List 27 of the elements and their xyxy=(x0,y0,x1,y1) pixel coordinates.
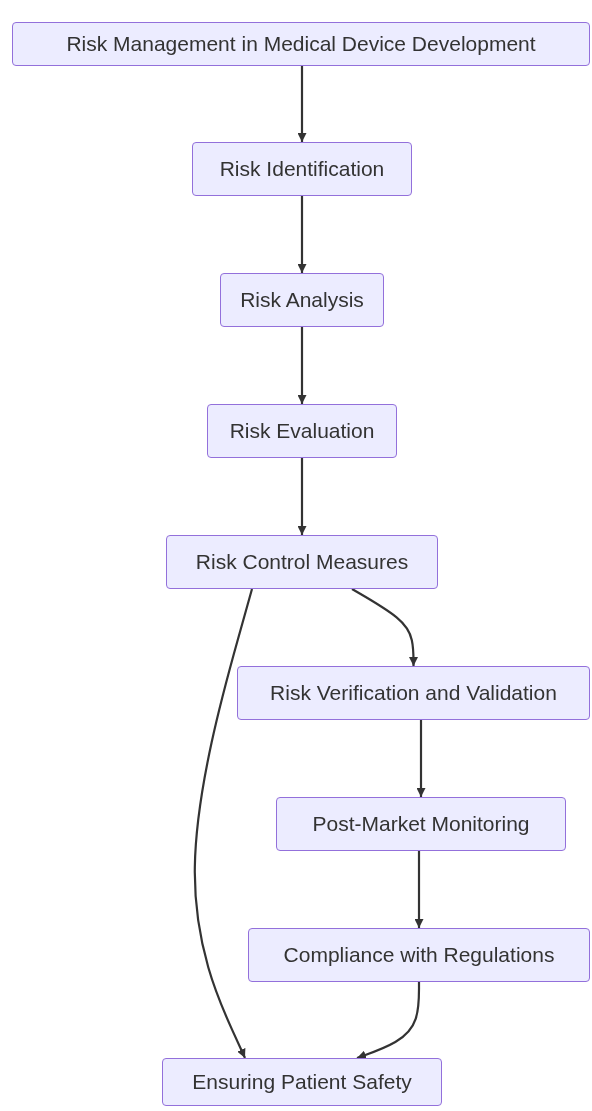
process-box xyxy=(12,22,590,66)
arrow xyxy=(297,458,307,535)
box-label: Risk Verification and Validation xyxy=(270,681,557,705)
process-box xyxy=(192,142,412,196)
process-box xyxy=(276,797,566,851)
process-box xyxy=(237,666,590,720)
arrow xyxy=(297,327,307,404)
arrow xyxy=(416,720,426,797)
arrow xyxy=(351,588,418,666)
arrow xyxy=(297,66,307,142)
process-box xyxy=(207,404,397,458)
box-label: Risk Evaluation xyxy=(229,419,375,443)
arrow xyxy=(193,588,254,1059)
arrow xyxy=(297,196,307,273)
process-box xyxy=(248,928,590,982)
process-box xyxy=(166,535,438,589)
arrow xyxy=(356,982,421,1060)
box-label: Risk Management in Medical Device Development xyxy=(66,32,536,56)
box-label: Post-Market Monitoring xyxy=(312,812,530,836)
arrow xyxy=(414,851,424,928)
process-box xyxy=(162,1058,442,1106)
box-label: Risk Identification xyxy=(219,157,385,181)
box-label: Compliance with Regulations xyxy=(283,943,555,967)
process-box xyxy=(220,273,384,327)
box-label: Ensuring Patient Safety xyxy=(192,1070,412,1094)
box-label: Risk Control Measures xyxy=(195,550,409,574)
box-label: Risk Analysis xyxy=(240,288,364,312)
